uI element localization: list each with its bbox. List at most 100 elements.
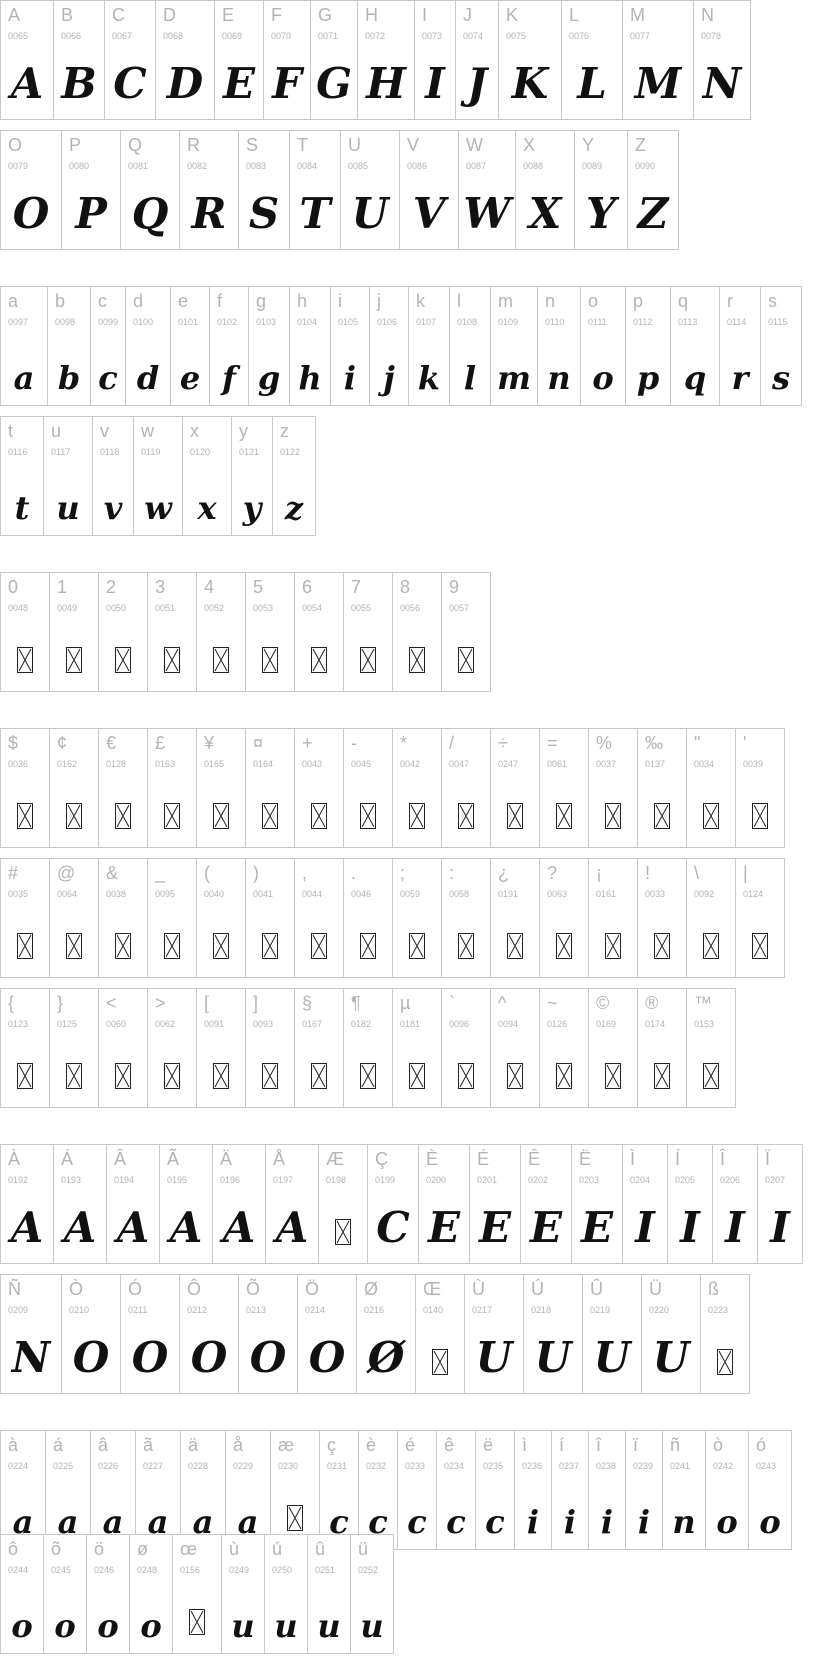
glyph-code: 0245 [51, 1565, 72, 1575]
glyph-row: $0036¢0162€0128£0163¥0165¤0164+0043-0045… [0, 728, 785, 848]
glyph-char-label: € [106, 733, 117, 753]
glyph-preview: C [113, 59, 147, 108]
glyph-char-label: N [701, 5, 714, 25]
glyph-code: 0223 [708, 1305, 729, 1315]
glyph-char-label: M [630, 5, 645, 25]
glyph-cell: &0038 [98, 858, 148, 978]
glyph-code: 0125 [57, 1019, 78, 1029]
glyph-cell: [0091 [196, 988, 246, 1108]
glyph-preview: I [680, 1203, 700, 1252]
glyph-code: 0244 [8, 1565, 29, 1575]
glyph-preview: T [299, 189, 331, 238]
glyph-char-label: a [8, 291, 19, 311]
glyph-preview: O [72, 1333, 110, 1382]
glyph-code: 0054 [302, 603, 323, 613]
glyph-char-label: ô [8, 1539, 19, 1559]
glyph-preview: h [298, 359, 322, 397]
glyph-preview: b [57, 359, 81, 397]
glyph-code: 0035 [8, 889, 29, 899]
glyph-preview: O [249, 1333, 287, 1382]
glyph-code: 0093 [253, 1019, 274, 1029]
glyph-code: 0086 [407, 161, 428, 171]
glyph-preview: U [351, 189, 389, 238]
glyph-char-label: ö [94, 1539, 105, 1559]
glyph-char-label: ¡ [596, 863, 602, 883]
glyph-cell: ®0174 [637, 988, 687, 1108]
glyph-preview: o [11, 1607, 33, 1645]
glyph-preview: O [12, 189, 50, 238]
glyph-char-label: ¤ [253, 733, 264, 753]
glyph-preview: y [242, 489, 262, 527]
glyph-cell: ¢0162 [49, 728, 99, 848]
glyph-cell: `0096 [441, 988, 491, 1108]
missing-glyph-icon [409, 933, 425, 959]
missing-glyph-icon [164, 803, 180, 829]
glyph-code: 0060 [106, 1019, 127, 1029]
glyph-code: 0052 [204, 603, 225, 613]
glyph-code: 0099 [98, 317, 119, 327]
glyph-char-label: Ç [375, 1149, 388, 1169]
glyph-char-label: ò [713, 1435, 724, 1455]
missing-glyph-icon [409, 647, 425, 673]
glyph-char-label: , [302, 863, 308, 883]
glyph-char-label: D [163, 5, 176, 25]
glyph-char-label: ] [253, 993, 259, 1013]
glyph-code: 0111 [588, 317, 607, 327]
glyph-preview: c [407, 1503, 427, 1541]
glyph-code: 0115 [768, 317, 788, 327]
glyph-code: 0084 [297, 161, 318, 171]
glyph-code: 0162 [57, 759, 78, 769]
glyph-preview: K [511, 59, 549, 108]
missing-glyph-icon [262, 647, 278, 673]
glyph-code: 0033 [645, 889, 666, 899]
glyph-char-label: V [407, 135, 420, 155]
missing-glyph-icon [605, 933, 621, 959]
glyph-cell: ¶0182 [343, 988, 393, 1108]
glyph-code: 0230 [278, 1461, 299, 1471]
glyph-code: 0056 [400, 603, 421, 613]
missing-glyph-icon [287, 1505, 303, 1531]
glyph-preview: o [97, 1607, 119, 1645]
glyph-code: 0120 [190, 447, 211, 457]
glyph-preview: U [475, 1333, 513, 1382]
missing-glyph-icon [213, 647, 229, 673]
glyph-char-label: Î [720, 1149, 726, 1169]
glyph-code: 0090 [635, 161, 656, 171]
glyph-preview: Ø [367, 1333, 405, 1382]
glyph-char-label: ÷ [498, 733, 508, 753]
glyph-char-label: ™ [694, 993, 712, 1013]
glyph-preview: j [383, 359, 395, 397]
glyph-char-label: U [348, 135, 361, 155]
glyph-preview: C [376, 1203, 410, 1252]
glyph-char-label: ã [143, 1435, 154, 1455]
glyph-char-label: m [498, 291, 513, 311]
glyph-char-label: 2 [106, 577, 117, 597]
missing-glyph-icon [507, 1063, 523, 1089]
glyph-cell: ô 0244 o [0, 1534, 44, 1654]
glyph-char-label: É [477, 1149, 490, 1169]
glyph-preview: E [427, 1203, 460, 1252]
glyph-char-label: w [141, 421, 154, 441]
missing-glyph-icon [213, 1063, 229, 1089]
missing-glyph-icon [311, 803, 327, 829]
glyph-char-label: Å [273, 1149, 286, 1169]
